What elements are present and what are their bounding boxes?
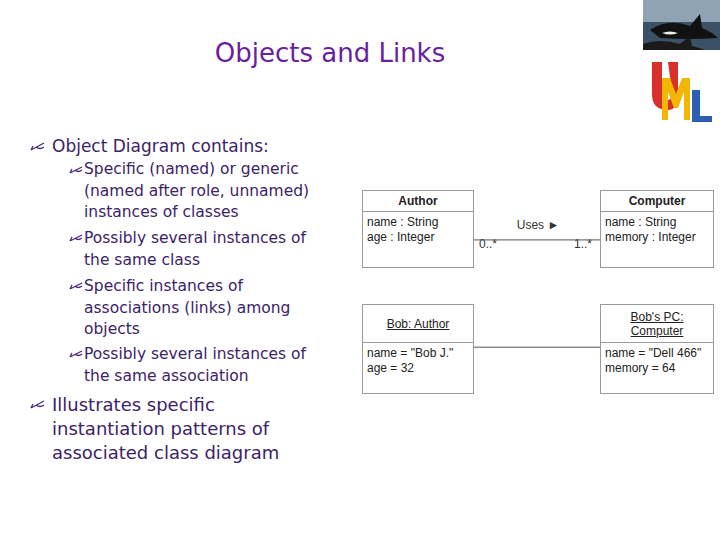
bullets [31, 143, 82, 408]
link-line [474, 347, 600, 348]
bullet-text: Object Diagram contains: [52, 135, 342, 157]
attribute-value: memory = 64 [601, 361, 713, 376]
object-header: Bob: Author [363, 305, 473, 343]
orca-shape [650, 14, 718, 39]
sub-bullet-text: Specific (named) or generic (named after… [84, 159, 334, 224]
pen-bullet [31, 401, 44, 408]
association-line [474, 239, 600, 240]
attribute: memory : Integer [601, 230, 713, 245]
object-header: Bob's PC: Computer [601, 305, 713, 343]
attribute-value: name = "Bob J." [363, 346, 473, 361]
pen-bullet [70, 351, 82, 357]
attribute-value: name = "Dell 466" [601, 346, 713, 361]
bullet-text: Illustrates specific instantiation patte… [52, 393, 314, 465]
object-name: Bob's PC: Computer [604, 310, 710, 338]
pen-bullet [70, 283, 82, 289]
photo-sky [643, 0, 720, 50]
orca-patch [662, 32, 678, 35]
class-name: Computer [629, 194, 686, 208]
attribute-value: age = 32 [363, 361, 473, 376]
slide-title: Objects and Links [150, 38, 510, 68]
pen-bullet [70, 167, 82, 173]
orca-photo [643, 0, 720, 50]
multiplicity: 0..* [479, 237, 497, 251]
multiplicity: 1..* [574, 237, 592, 251]
attribute: name : String [363, 215, 473, 230]
class-header: Computer [601, 191, 713, 212]
class-name: Author [398, 194, 437, 208]
sub-bullet-text: Possibly several instances of the same c… [84, 228, 334, 271]
attribute: age : Integer [363, 230, 473, 245]
sub-bullet-text: Possibly several instances of the same a… [84, 344, 334, 387]
attribute: name : String [601, 215, 713, 230]
pen-bullet [31, 143, 44, 150]
object-box: Bob's PC: Computer name = "Dell 466"memor… [600, 304, 714, 394]
logo-l [692, 90, 712, 122]
object-name: Bob: Author [387, 317, 450, 331]
object-box: Bob: Author name = "Bob J."age = 32 [362, 304, 474, 394]
class-box: Computer name : Stringmemory : Integer [600, 190, 714, 268]
pen-bullet [70, 235, 82, 241]
sub-bullet-text: Specific instances of associations (link… [84, 276, 334, 341]
class-header: Author [363, 191, 473, 212]
uml-logo [652, 62, 712, 122]
class-box: Author name : Stringage : Integer [362, 190, 474, 268]
association-label: Uses ► [517, 218, 560, 232]
orca-shape [643, 36, 705, 50]
logo-m [662, 78, 690, 120]
